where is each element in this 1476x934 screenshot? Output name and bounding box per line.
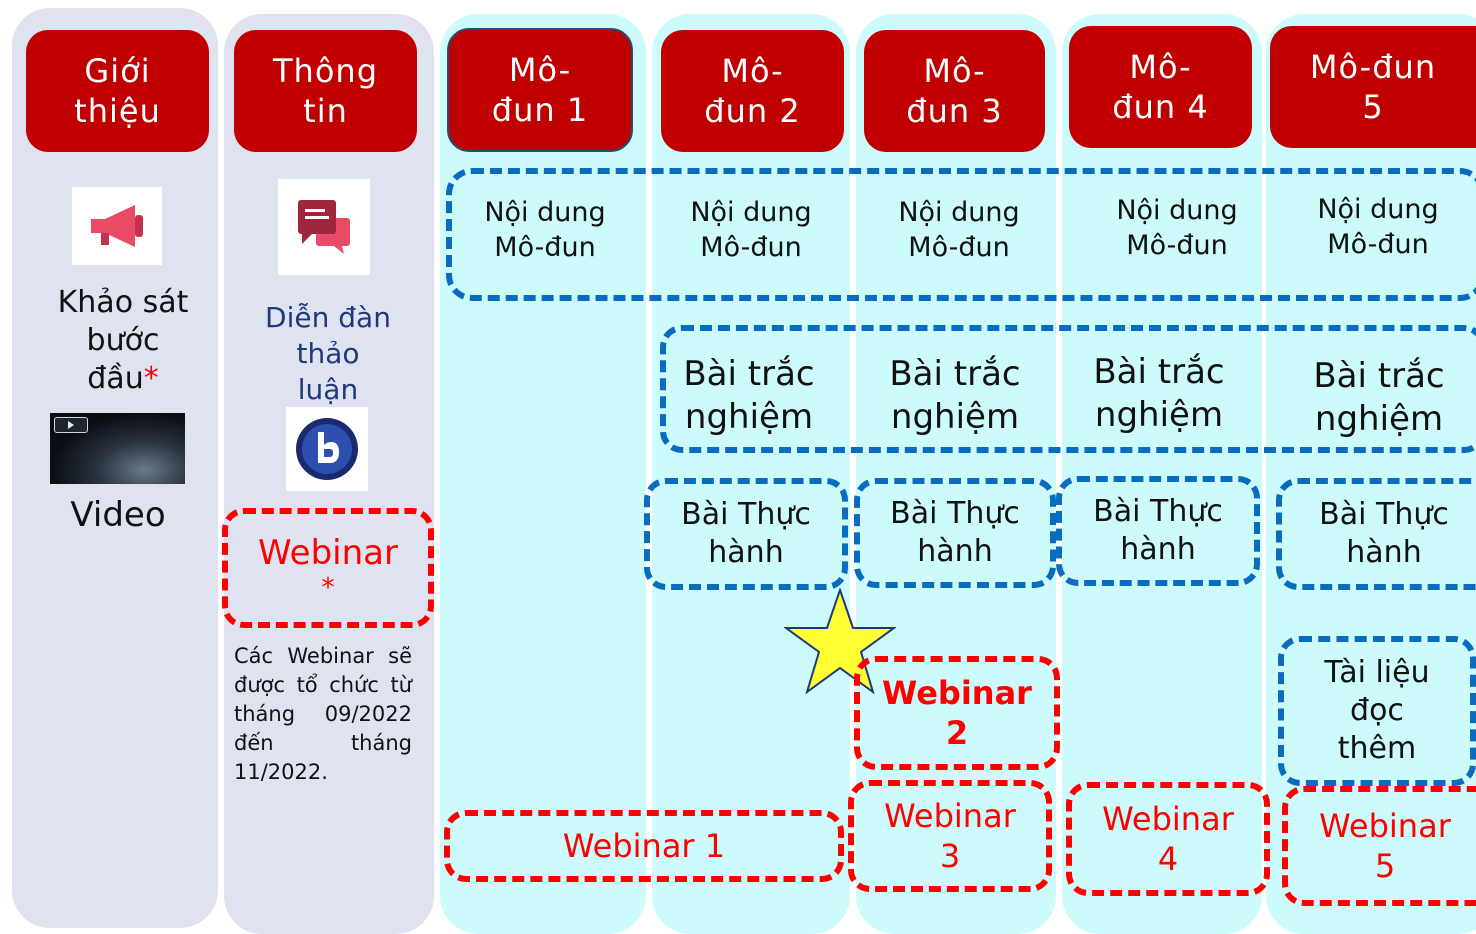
- header-modun-1-label: Mô- đun 1: [491, 51, 589, 129]
- header-thong-tin-label: Thông tin: [273, 52, 378, 130]
- practice-modun-3[interactable]: Bài Thực hành: [854, 478, 1056, 588]
- forum-icon-box[interactable]: [278, 179, 370, 275]
- quiz-modun-2[interactable]: Bài trắc nghiệm: [683, 354, 815, 437]
- survey-icon-box[interactable]: [72, 187, 162, 265]
- quiz-modun-5[interactable]: Bài trắc nghiệm: [1313, 356, 1445, 439]
- star-icon: [784, 588, 896, 694]
- webinar-5-label: Webinar 5: [1319, 807, 1451, 885]
- survey-required-mark: *: [143, 361, 159, 396]
- practice-modun-2[interactable]: Bài Thực hành: [644, 478, 848, 590]
- content-modun-3[interactable]: Nội dung Mô-đun: [898, 197, 1020, 263]
- webinar-2-box[interactable]: Webinar 2: [854, 656, 1060, 770]
- webinar-3-box[interactable]: Webinar 3: [848, 780, 1052, 892]
- header-gioi-thieu-label: Giới thiệu: [74, 52, 161, 130]
- practice-modun-5-label: Bài Thực hành: [1319, 497, 1449, 570]
- play-icon[interactable]: [54, 417, 88, 433]
- column-modun2-bg: [652, 14, 850, 934]
- header-modun-4-label: Mô- đun 4: [1112, 48, 1209, 126]
- webinar-1-label: Webinar 1: [562, 827, 726, 865]
- bigbluebutton-icon-box[interactable]: [286, 407, 368, 491]
- reading-modun-5-label: Tài liệu đọc thêm: [1324, 655, 1430, 766]
- header-thong-tin[interactable]: Thông tin: [234, 30, 417, 152]
- content-modun-1[interactable]: Nội dung Mô-đun: [484, 197, 606, 263]
- header-gioi-thieu[interactable]: Giới thiệu: [26, 30, 209, 152]
- webinar-4-box[interactable]: Webinar 4: [1066, 782, 1270, 896]
- header-modun-3-label: Mô- đun 3: [906, 52, 1003, 130]
- content-modun-4[interactable]: Nội dung Mô-đun: [1116, 195, 1238, 261]
- content-group-box: [446, 168, 1476, 301]
- practice-modun-4[interactable]: Bài Thực hành: [1056, 476, 1260, 586]
- megaphone-icon: [91, 205, 143, 247]
- header-modun-1[interactable]: Mô- đun 1: [447, 28, 633, 152]
- reading-modun-5[interactable]: Tài liệu đọc thêm: [1278, 636, 1476, 786]
- content-modun-5[interactable]: Nội dung Mô-đun: [1317, 194, 1439, 260]
- webinar-note: Các Webinar sẽ được tổ chức từ tháng 09/…: [234, 644, 412, 784]
- header-modun-4[interactable]: Mô- đun 4: [1069, 26, 1252, 148]
- practice-modun-4-label: Bài Thực hành: [1093, 494, 1223, 567]
- header-modun-2-label: Mô- đun 2: [704, 52, 801, 130]
- practice-modun-5[interactable]: Bài Thực hành: [1276, 478, 1476, 590]
- header-modun-5-label: Mô-đun 5: [1309, 48, 1437, 126]
- practice-modun-3-label: Bài Thực hành: [890, 496, 1020, 569]
- content-modun-2[interactable]: Nội dung Mô-đun: [690, 197, 812, 263]
- webinar-info-mark: *: [321, 573, 335, 603]
- video-label[interactable]: Video: [70, 495, 166, 535]
- chat-bubbles-icon: [298, 200, 350, 254]
- header-modun-2[interactable]: Mô- đun 2: [661, 30, 844, 152]
- practice-modun-2-label: Bài Thực hành: [681, 497, 811, 570]
- bigbluebutton-logo-icon: [296, 418, 358, 480]
- quiz-modun-3[interactable]: Bài trắc nghiệm: [889, 354, 1021, 437]
- quiz-modun-4[interactable]: Bài trắc nghiệm: [1093, 352, 1225, 435]
- webinar-info-label: Webinar: [258, 533, 398, 573]
- video-thumbnail[interactable]: [50, 413, 185, 484]
- webinar-info-box[interactable]: Webinar *: [222, 508, 434, 628]
- survey-label-text: Khảo sát bước đầu: [57, 285, 189, 396]
- quiz-group-box: [660, 325, 1476, 453]
- forum-label[interactable]: Diễn đàn thảo luận: [265, 301, 391, 406]
- header-modun-3[interactable]: Mô- đun 3: [864, 30, 1045, 152]
- survey-label[interactable]: Khảo sát bước đầu*: [30, 284, 216, 398]
- webinar-2-label: Webinar 2: [882, 674, 1032, 752]
- column-modun1-bg: [440, 14, 646, 934]
- column-modun4-bg: [1062, 14, 1262, 934]
- webinar-3-label: Webinar 3: [884, 797, 1016, 875]
- webinar-1-box[interactable]: Webinar 1: [444, 810, 844, 882]
- webinar-4-label: Webinar 4: [1102, 800, 1234, 878]
- header-modun-5[interactable]: Mô-đun 5: [1270, 26, 1476, 148]
- webinar-5-box[interactable]: Webinar 5: [1282, 786, 1476, 906]
